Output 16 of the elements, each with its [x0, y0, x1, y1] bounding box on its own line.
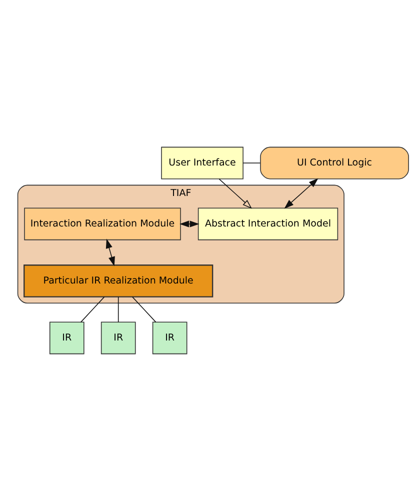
node-box: Abstract Interaction Model: [198, 207, 338, 240]
node-box: Interaction Realization Module: [24, 207, 181, 240]
arrow: [284, 178, 318, 208]
connector: [80, 296, 105, 322]
node-box: UI Control Logic: [260, 146, 409, 179]
arrow: [180, 220, 200, 227]
arrow: [106, 238, 115, 266]
node-box: Particular IR Realization Module: [24, 264, 214, 297]
node-box: IR: [100, 321, 136, 354]
arrow: [218, 178, 252, 208]
connector: [118, 296, 119, 322]
node-box: IR: [49, 321, 84, 354]
node-box: User Interface: [161, 146, 244, 179]
node-box: IR: [152, 321, 188, 354]
connector: [132, 296, 156, 322]
connector: [242, 162, 261, 163]
